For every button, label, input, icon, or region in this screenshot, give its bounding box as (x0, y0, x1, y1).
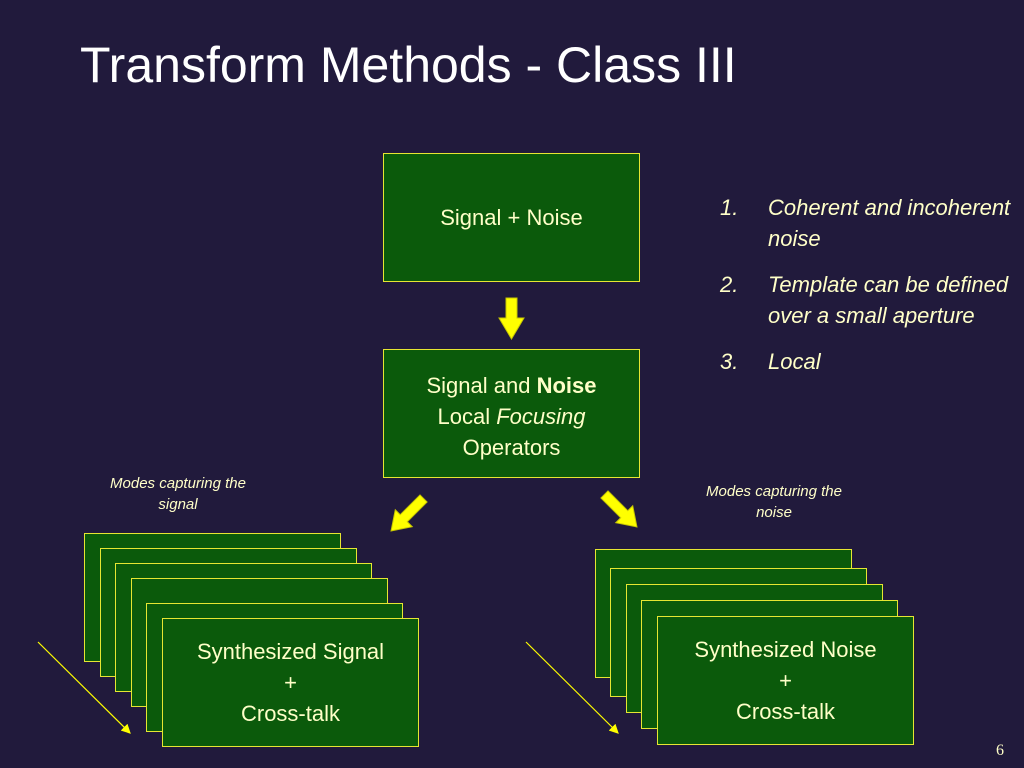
mid-box-line2-prefix: Local (437, 404, 497, 429)
left-note-line2: signal (158, 496, 198, 513)
list-item-number: 3. (720, 349, 739, 374)
list-item-number: 2. (720, 272, 739, 297)
right-note-line2: noise (756, 504, 792, 521)
list-item: 3. Local (720, 346, 1020, 377)
mid-box-focusing-italic: Focusing (496, 404, 586, 429)
list-item: 2. Template can be defined over a small … (720, 269, 1020, 331)
synth-noise-plus: + (779, 668, 792, 693)
left-stack-depth-arrow (37, 641, 131, 734)
page-number: 6 (996, 742, 1004, 759)
synthesized-noise-box: Synthesized Noise + Cross-talk (657, 616, 914, 745)
mid-box-line2: Local Focusing (384, 401, 639, 432)
signal-noise-box: Signal + Noise (383, 153, 640, 282)
focusing-operators-box: Signal and Noise Local Focusing Operator… (383, 349, 640, 478)
synth-signal-line1: Synthesized Signal (196, 639, 385, 664)
left-modes-note: Modes capturing the signal (88, 473, 268, 515)
down-right-arrow-icon (600, 490, 638, 528)
list-item-number: 1. (720, 195, 739, 220)
list-item: 1. Coherent and incoherent noise (720, 192, 1020, 254)
list-item-text: Local (768, 349, 821, 374)
mid-box-noise-bold: Noise (536, 373, 597, 398)
right-modes-note: Modes capturing the noise (684, 481, 864, 523)
synthesized-signal-box: Synthesized Signal + Cross-talk (162, 618, 419, 747)
slide-title: Transform Methods - Class III (80, 37, 737, 93)
synth-noise-line3: Cross-talk (735, 699, 835, 724)
mid-box-line3: Operators (462, 435, 561, 460)
signal-noise-label: Signal + Noise (440, 204, 583, 230)
down-arrow-icon (498, 297, 525, 340)
mid-box-line1-prefix: Signal and (426, 373, 537, 398)
synth-signal-line3: Cross-talk (240, 701, 340, 726)
down-left-arrow-icon (390, 494, 428, 532)
synth-signal-plus: + (284, 670, 297, 695)
right-note-line1: Modes capturing the (706, 483, 842, 500)
right-stack-depth-arrow (525, 641, 619, 734)
list-item-text: Coherent and incoherent noise (768, 195, 1011, 251)
property-list: 1. Coherent and incoherent noise 2. Temp… (720, 192, 1020, 392)
mid-box-line1: Signal and Noise (384, 370, 639, 401)
list-item-text: Template can be defined over a small ape… (768, 272, 1009, 328)
synth-noise-line1: Synthesized Noise (694, 637, 877, 662)
left-note-line1: Modes capturing the (110, 475, 246, 492)
